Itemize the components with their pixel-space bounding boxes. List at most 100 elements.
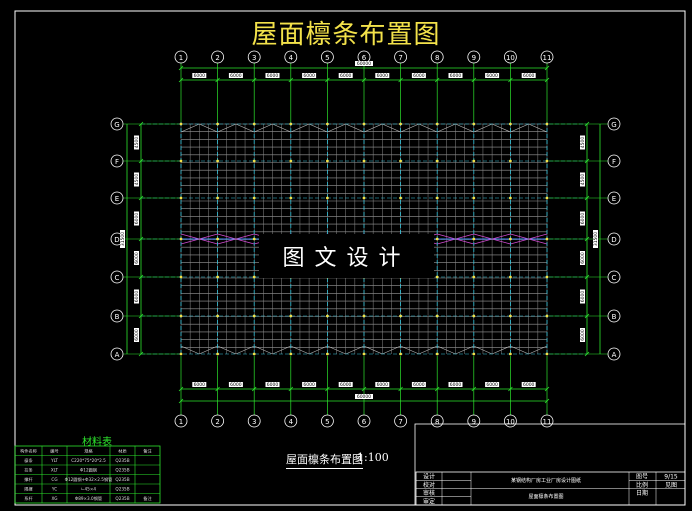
axis-bubble [357, 414, 371, 428]
dimension-text-bg [580, 135, 585, 150]
drawing-title: 屋面檩条布置图 [251, 20, 441, 50]
column-marker [362, 122, 366, 126]
span-dimension: 6000 [450, 73, 462, 79]
column-marker [399, 159, 402, 163]
dimension-tick [471, 77, 477, 83]
axis-label-G: G [114, 121, 119, 129]
axis-bubble [607, 270, 621, 284]
dimension-text-bg [228, 382, 243, 387]
dimension-tick [178, 77, 184, 83]
material-cell: Φ12圆钢 [80, 467, 97, 474]
dimension-text-bg [265, 73, 280, 78]
dimension-tick [434, 386, 440, 392]
column-marker [509, 275, 512, 279]
brace-line [235, 345, 255, 355]
side-span-dimension: 4500 [580, 174, 586, 186]
brace-line [235, 123, 255, 133]
ridge-brace [473, 233, 493, 240]
dimension-tick [138, 274, 144, 280]
dimension-tick [544, 398, 550, 404]
axis-label-D: D [611, 236, 616, 244]
brace-line [418, 345, 438, 355]
axis-label-C: C [115, 274, 120, 282]
brace-line [217, 123, 237, 133]
material-header: 构件名称 [20, 448, 37, 455]
axis-label-7: 7 [398, 54, 402, 62]
axis-label-1: 1 [179, 418, 183, 426]
dimension-text-bg [580, 328, 585, 342]
column-marker [362, 314, 366, 318]
axis-bubble [211, 50, 225, 64]
ridge-brace [199, 238, 218, 245]
dimension-tick [288, 77, 294, 83]
titleblock-label: 审定 [423, 497, 435, 505]
side-span-dimension: 6000 [134, 329, 140, 341]
axis-bubble [174, 50, 188, 64]
side-span-dimension: 6000 [134, 291, 140, 303]
span-dimension: 6000 [523, 382, 535, 388]
watermark-box: 图文设计 [259, 234, 434, 278]
span-dimension: 6000 [377, 73, 389, 79]
axis-label-9: 9 [472, 418, 476, 426]
brace-line [272, 345, 291, 355]
dimension-tick [434, 77, 440, 83]
brace-line [455, 345, 474, 355]
column-marker [216, 196, 220, 200]
brace-line [400, 345, 420, 355]
titleblock-field-label: 图号 [636, 474, 648, 481]
column-marker [545, 275, 549, 279]
span-dimension: 6000 [340, 73, 352, 79]
brace-line [510, 123, 529, 133]
axis-label-A: A [115, 351, 120, 359]
column-marker [509, 237, 512, 241]
column-marker [216, 237, 220, 241]
axis-label-A: A [612, 351, 617, 359]
axis-label-F: F [115, 158, 119, 166]
brace-line [491, 123, 511, 133]
dimension-tick [325, 386, 330, 392]
axis-label-5: 5 [325, 54, 329, 62]
side-span-dimension: 4500 [580, 137, 586, 149]
span-dimension: 6000 [267, 382, 279, 388]
dimension-tick [544, 65, 550, 71]
axis-bubble [607, 191, 621, 205]
axis-label-2: 2 [215, 418, 219, 426]
axis-bubble [540, 414, 554, 428]
titleblock-label: 校对 [423, 481, 435, 489]
axis-label-C: C [612, 274, 617, 282]
dimension-text-bg [134, 289, 139, 304]
span-dimension: 6000 [486, 73, 498, 79]
dimension-text-bg [580, 172, 585, 187]
ridge-brace [217, 238, 237, 245]
axis-bubble [607, 309, 621, 323]
dimension-tick [361, 386, 367, 392]
titleblock-label: 审核 [423, 489, 435, 497]
axis-bubble [320, 414, 334, 428]
titleblock-drawing-name: 屋面檩条布置图 [528, 493, 563, 500]
brace-line [327, 345, 346, 355]
axis-bubble [247, 414, 261, 428]
axis-bubble [284, 50, 298, 64]
axis-bubble [430, 50, 444, 64]
axis-label-D: D [114, 236, 119, 244]
material-cell: Q235B [115, 477, 129, 482]
brace-line [528, 345, 548, 355]
column-marker [252, 122, 256, 126]
side-span-dimension: 6000 [580, 329, 586, 341]
axis-bubble [320, 50, 334, 64]
material-cell: 拉条 [24, 467, 33, 474]
column-marker [509, 196, 512, 200]
brace-line [473, 123, 493, 133]
axis-label-2: 2 [215, 54, 219, 62]
axis-label-5: 5 [325, 418, 329, 426]
axis-label-E: E [115, 195, 119, 203]
axis-label-9: 9 [472, 54, 476, 62]
dimension-tick [584, 121, 590, 127]
axis-bubble [211, 414, 225, 428]
axis-bubble [467, 414, 481, 428]
axis-label-10: 10 [506, 54, 515, 62]
material-table-title: 材料表 [82, 437, 112, 448]
material-cell: Q235B [115, 458, 129, 463]
total-length-dimension: 60000 [357, 61, 371, 67]
brace-line [437, 123, 456, 133]
